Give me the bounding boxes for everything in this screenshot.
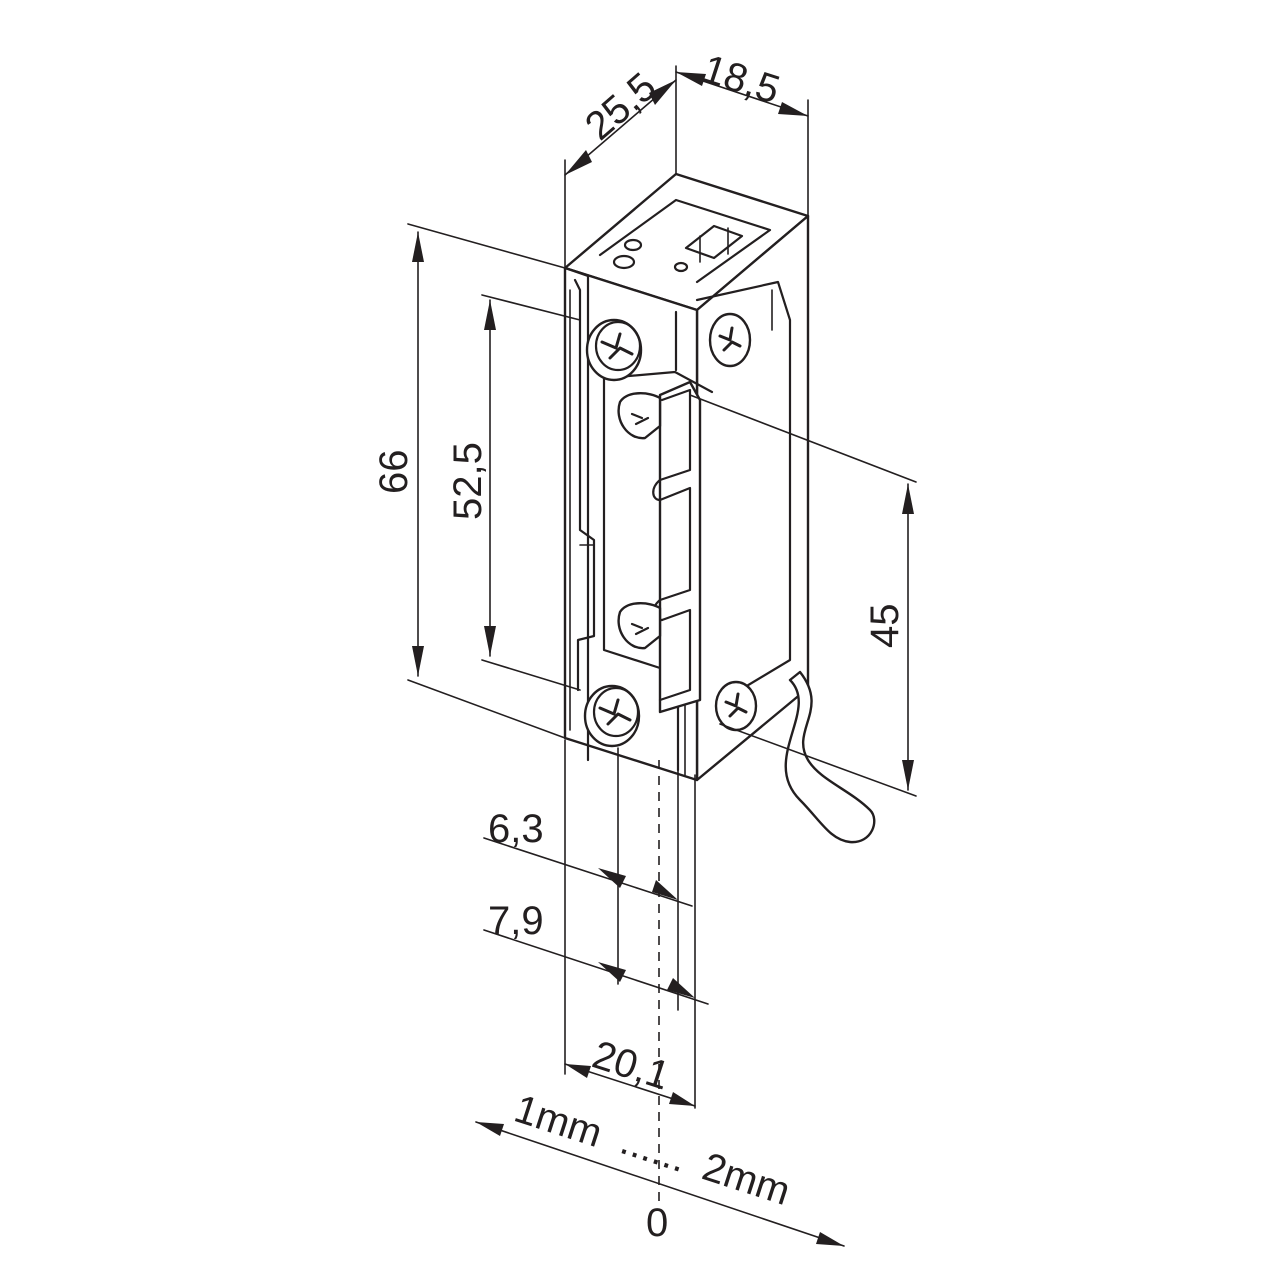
dim-adjust-dots-label: ...... [615,1119,692,1181]
dim-adjust-right-label: 2mm [697,1145,795,1214]
dim-offset-b-label: 7,9 [488,899,544,943]
cable [784,670,876,844]
strike-body [563,172,876,844]
keeper-screw-lower [617,602,662,650]
dim-faceplate-height-label: 52,5 [446,442,490,520]
keeper-screw-upper [617,392,662,440]
dim-offset-a-label: 6,3 [488,807,544,851]
screw-top-left [585,318,643,382]
screw-bottom-right [714,680,758,732]
dim-adjust-zero-label: 0 [646,1201,668,1245]
dim-total-height-label: 66 [372,450,416,495]
dim-front-width-label: 20,1 [587,1033,675,1099]
screw-bottom-left [583,684,641,748]
dim-depth-label: 25,5 [577,65,665,149]
dim-adjust-left-label: 1mm [509,1087,607,1156]
dim-width-label: 18,5 [697,47,785,113]
dim-latch-height-label: 45 [863,604,907,649]
screw-top-right [708,312,752,368]
dimension-lines [407,65,917,1247]
